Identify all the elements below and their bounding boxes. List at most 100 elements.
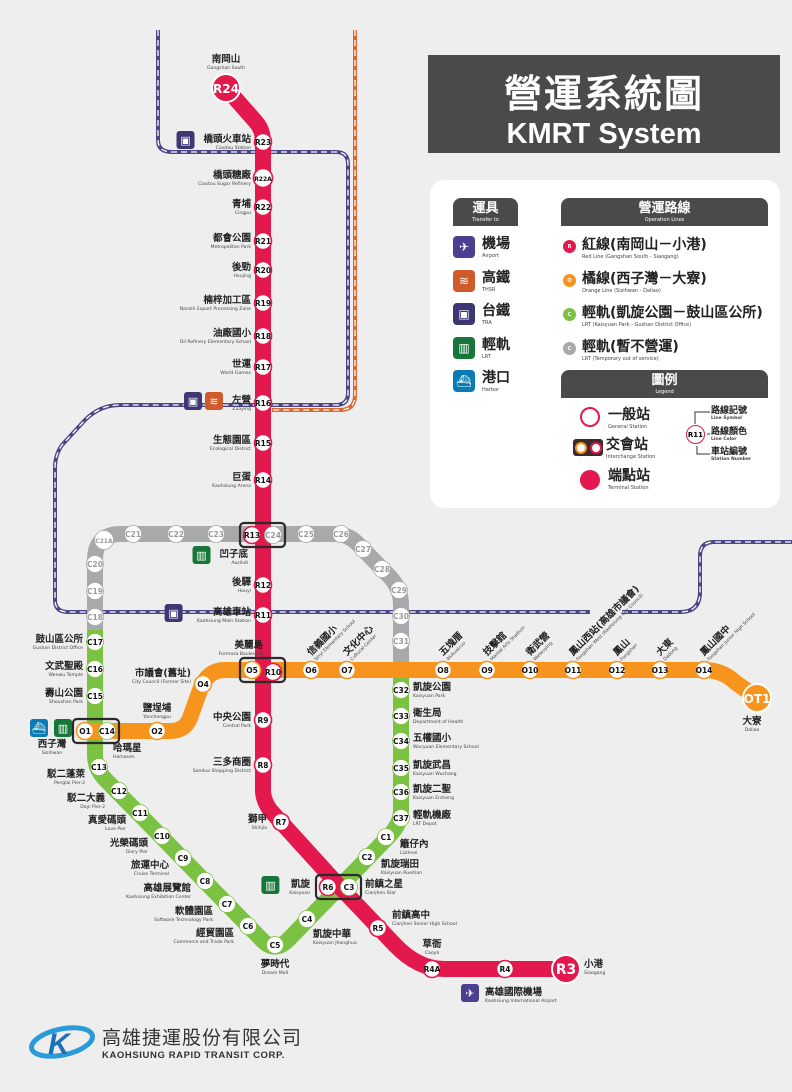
lines-header-en: Operation Lines: [644, 217, 685, 223]
station-name-en: Caoya: [425, 950, 440, 956]
station-code: C14: [99, 727, 115, 736]
transfer-zh: 台鐵: [482, 303, 510, 319]
station-code: R8: [258, 761, 269, 770]
station-C19[interactable]: C19: [86, 582, 104, 600]
station-name-en: Fongshan West (Kaohsiung City Council): [575, 592, 645, 662]
station-C21A[interactable]: C21A: [94, 530, 114, 550]
station-name-en: Kaohsiung Main Station: [197, 618, 251, 624]
svg-text:✈: ✈: [465, 987, 474, 1000]
station-C23[interactable]: C23: [207, 525, 225, 543]
station-C26[interactable]: C26: [332, 525, 350, 543]
station-marker: [253, 393, 273, 413]
svg-text:▥: ▥: [265, 879, 275, 892]
station-name-zh: 前鎮高中: [392, 909, 430, 921]
line-zh: 輕軌(暫不營運): [582, 339, 679, 355]
station-C20[interactable]: C20: [86, 555, 104, 573]
station-C22[interactable]: C22: [167, 525, 185, 543]
station-C28[interactable]: C28: [373, 560, 391, 578]
station-code: C21A: [95, 538, 113, 545]
station-C27[interactable]: C27: [354, 540, 372, 558]
station-name-en: Shihjia: [252, 825, 268, 831]
station-C18[interactable]: C18: [86, 608, 104, 626]
station-name-zh: 軟體園區: [175, 905, 214, 917]
station-marker: [337, 660, 357, 680]
station-C25[interactable]: C25: [297, 525, 315, 543]
station-marker: [196, 872, 214, 890]
station-O5[interactable]: O5: [242, 660, 262, 680]
station-code: O5: [246, 666, 258, 675]
station-code: C28: [374, 565, 390, 574]
station-code: C36: [393, 788, 409, 797]
station-C29[interactable]: C29: [390, 581, 408, 599]
station-code: O6: [305, 666, 317, 675]
station-marker: [86, 687, 104, 705]
station-C31[interactable]: C31: [392, 632, 410, 650]
station-marker: [193, 674, 213, 694]
station-C21[interactable]: C21: [124, 525, 142, 543]
station-C24[interactable]: C24: [264, 526, 282, 544]
company-logo: K 高雄捷運股份有限公司 KAOHSIUNG RAPID TRANSIT COR…: [28, 1022, 302, 1062]
station-C30[interactable]: C30: [392, 607, 410, 625]
station-marker: [153, 827, 171, 845]
station-name-zh: 青埔: [232, 198, 252, 210]
station-name-en: Metropolitan Park: [211, 244, 252, 250]
